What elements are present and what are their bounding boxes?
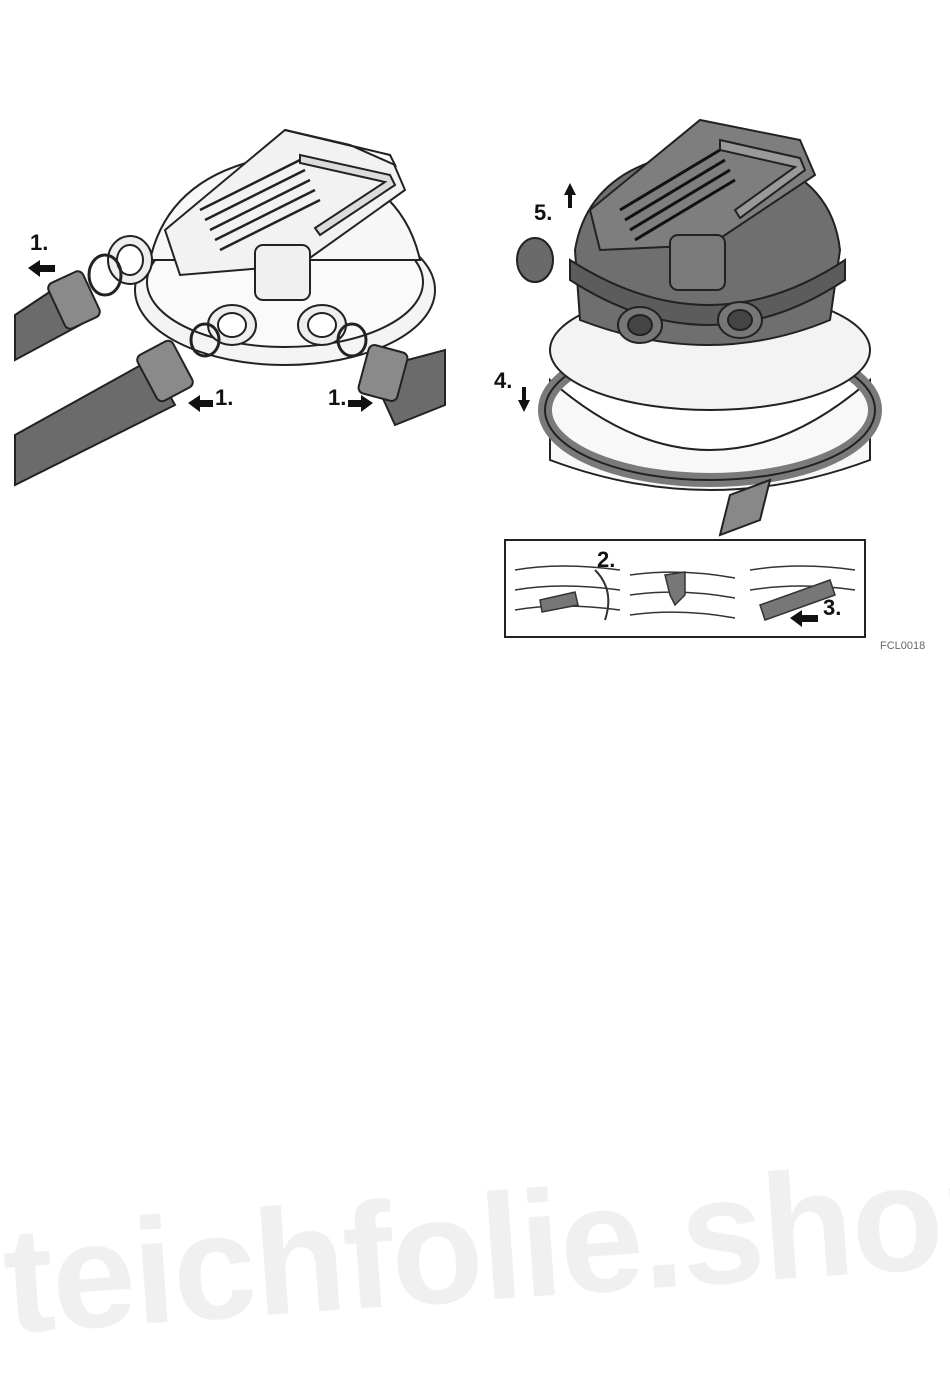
lid-removal-illustration: 5. 4. 2. 3. [480, 100, 950, 660]
filter-lid-drawing [480, 100, 950, 660]
hose-disconnect-illustration: 1. 1. 1. [0, 60, 470, 490]
step-label-5: 5. [534, 200, 552, 226]
watermark: teichfolie.shop [0, 1124, 950, 1368]
step-label-1-right: 1. [328, 385, 346, 411]
step-label-4: 4. [494, 368, 512, 394]
filter-hoses-drawing [0, 60, 470, 490]
step-label-1-center: 1. [215, 385, 233, 411]
step-label-1-top: 1. [30, 230, 48, 256]
figure-code: FCL0018 [880, 640, 925, 652]
step-label-3: 3. [823, 595, 841, 621]
step-label-2: 2. [597, 547, 615, 573]
